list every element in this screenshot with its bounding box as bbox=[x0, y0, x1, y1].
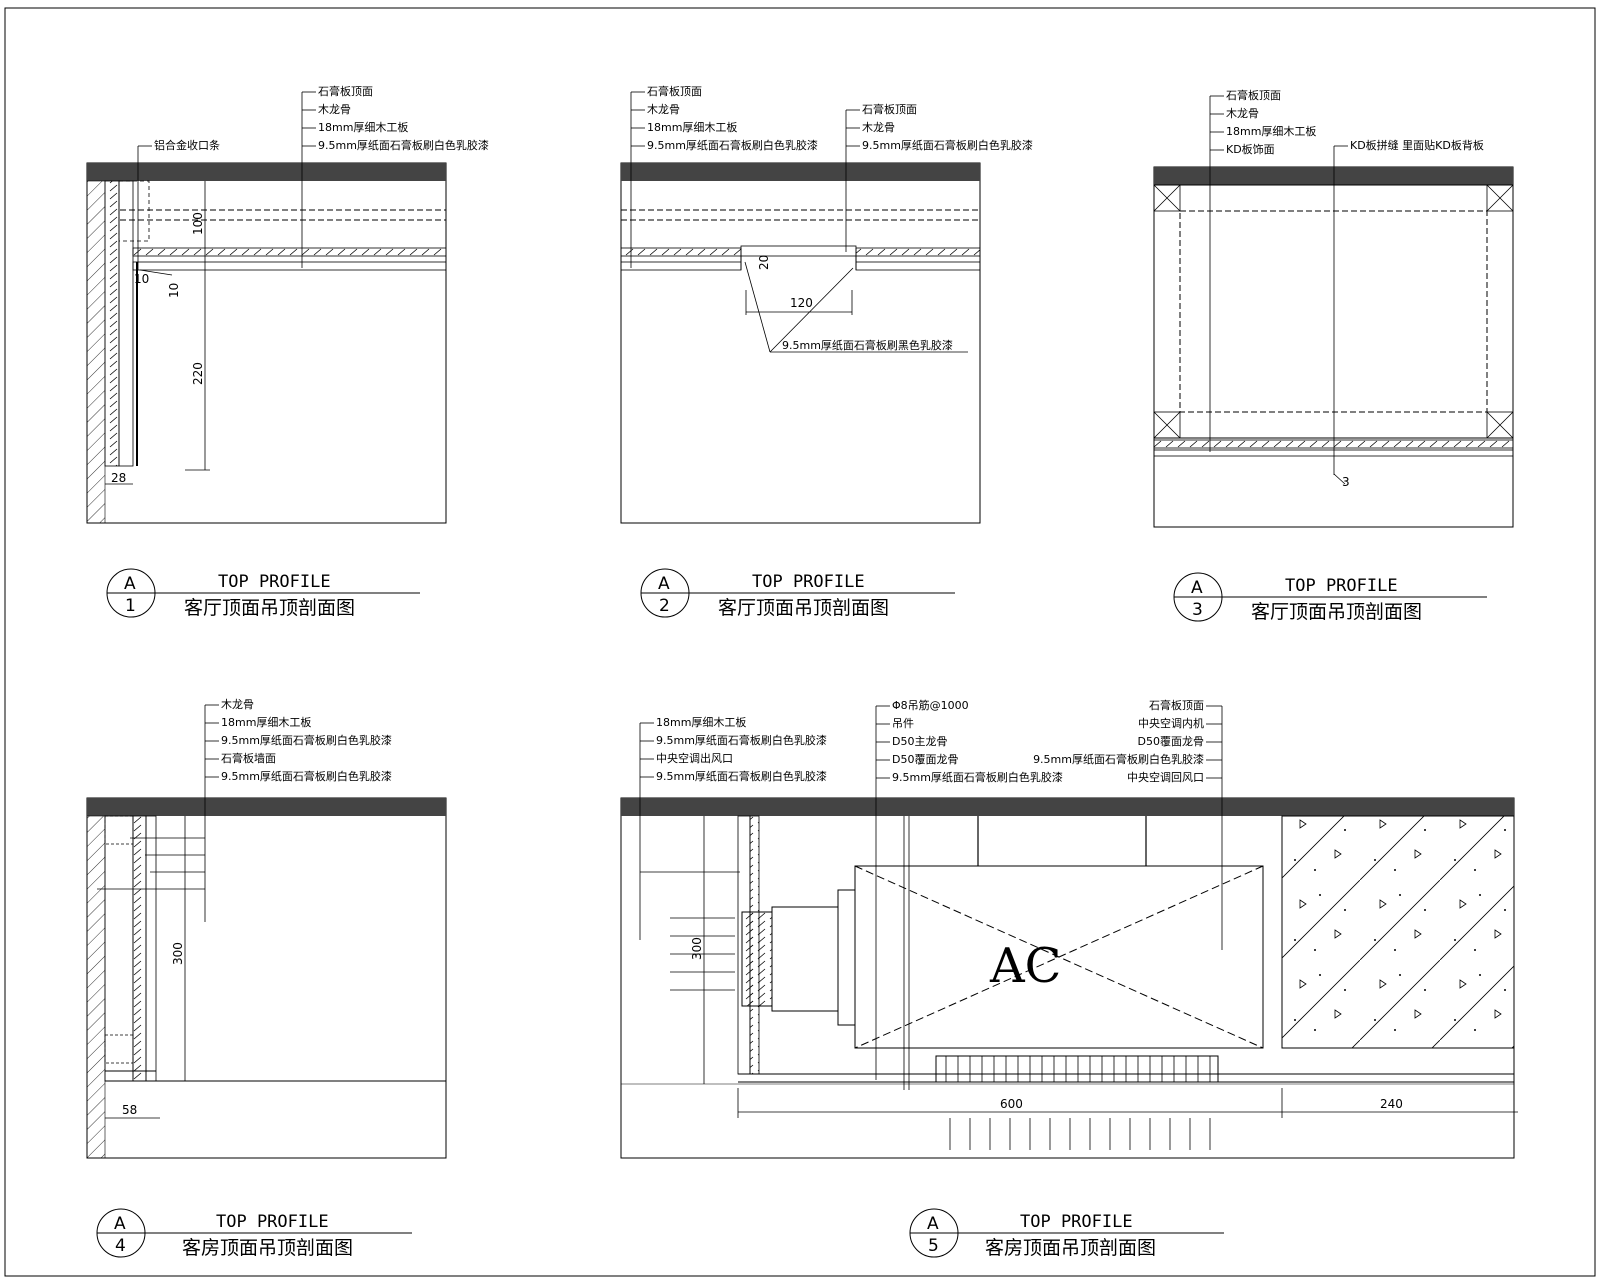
a4-label-2: 18mm厚细木工板 bbox=[221, 715, 311, 729]
a2-title-en: TOP PROFILE bbox=[752, 572, 865, 592]
a5-dim-300: 300 bbox=[690, 937, 704, 960]
a4-title-en: TOP PROFILE bbox=[216, 1212, 329, 1232]
a5-label-right-2: 中央空调内机 bbox=[1138, 716, 1204, 730]
slab bbox=[87, 798, 446, 816]
title-block-a1 bbox=[106, 568, 420, 618]
a5-label-right-3: D50覆面龙骨 bbox=[1138, 735, 1204, 748]
title-block-a2 bbox=[640, 568, 955, 618]
a4-dim-58: 58 bbox=[122, 1103, 137, 1117]
a2-dim-120: 120 bbox=[790, 296, 813, 310]
a5-unit-label: AC bbox=[989, 938, 1061, 994]
a3-title-en: TOP PROFILE bbox=[1285, 576, 1398, 596]
wall bbox=[86, 815, 106, 1159]
a1-badge-letter: A bbox=[124, 574, 136, 594]
a1-dim-10a: 10 bbox=[134, 272, 149, 286]
a3-badge-number: 3 bbox=[1192, 600, 1203, 620]
a3-label-1: 石膏板顶面 bbox=[1226, 88, 1281, 102]
a1-title-cn: 客厅顶面吊顶剖面图 bbox=[184, 597, 355, 619]
a5-label-mid-4: D50覆面龙骨 bbox=[892, 753, 958, 766]
a2-label-left-2: 木龙骨 bbox=[647, 103, 680, 116]
a1-label-1: 石膏板顶面 bbox=[318, 84, 373, 98]
a5-dim-240: 240 bbox=[1380, 1097, 1403, 1111]
a2-label-left-1: 石膏板顶面 bbox=[647, 84, 702, 98]
a5-label-right-5: 中央空调回风口 bbox=[1127, 770, 1204, 784]
a2-label-left-4: 9.5mm厚纸面石膏板刷白色乳胶漆 bbox=[647, 138, 818, 152]
a5-title-cn: 客房顶面吊顶剖面图 bbox=[985, 1237, 1156, 1259]
slab bbox=[1154, 167, 1513, 185]
a5-label-left-4: 9.5mm厚纸面石膏板刷白色乳胶漆 bbox=[656, 769, 827, 783]
a2-label-right-1: 石膏板顶面 bbox=[862, 102, 917, 116]
wall bbox=[86, 180, 106, 524]
a1-label-4: 9.5mm厚纸面石膏板刷白色乳胶漆 bbox=[318, 138, 489, 152]
a3-dim-3: 3 bbox=[1342, 475, 1350, 489]
slab bbox=[621, 798, 1514, 816]
a4-label-4: 石膏板墙面 bbox=[221, 751, 276, 765]
slab bbox=[87, 163, 446, 181]
a5-label-right-4: 9.5mm厚纸面石膏板刷白色乳胶漆 bbox=[1033, 752, 1204, 766]
a1-dim-10b: 10 bbox=[167, 283, 181, 298]
a4-dim-300: 300 bbox=[171, 942, 185, 965]
supply-grille bbox=[741, 911, 773, 1007]
a2-dim-20: 20 bbox=[757, 255, 771, 270]
slab bbox=[621, 163, 980, 181]
a5-label-left-3: 中央空调出风口 bbox=[656, 751, 733, 765]
title-block-a3 bbox=[1173, 572, 1487, 622]
a2-label-right-2: 木龙骨 bbox=[862, 121, 895, 134]
a2-title-cn: 客厅顶面吊顶剖面图 bbox=[718, 597, 889, 619]
a3-label-right: KD板拼缝 里面贴KD板背板 bbox=[1350, 138, 1484, 152]
a3-label-4: KD板饰面 bbox=[1226, 142, 1275, 156]
a5-dim-600: 600 bbox=[1000, 1097, 1023, 1111]
a2-badge-letter: A bbox=[658, 574, 670, 594]
a5-label-mid-1: Φ8吊筋@1000 bbox=[892, 698, 969, 712]
section-a3 bbox=[1153, 95, 1514, 528]
a1-label-3: 18mm厚细木工板 bbox=[318, 120, 408, 134]
a5-badge-number: 5 bbox=[928, 1236, 939, 1256]
a1-label-2: 木龙骨 bbox=[318, 103, 351, 116]
a4-label-5: 9.5mm厚纸面石膏板刷白色乳胶漆 bbox=[221, 769, 392, 783]
sheet-border bbox=[4, 7, 1596, 1277]
a2-label-left-3: 18mm厚细木工板 bbox=[647, 120, 737, 134]
a2-badge-number: 2 bbox=[659, 596, 670, 616]
section-a1 bbox=[86, 91, 447, 524]
section-a5 bbox=[620, 705, 1518, 1159]
a3-label-3: 18mm厚细木工板 bbox=[1226, 124, 1316, 138]
a5-label-right-1: 石膏板顶面 bbox=[1149, 698, 1204, 712]
a5-label-left-2: 9.5mm厚纸面石膏板刷白色乳胶漆 bbox=[656, 733, 827, 747]
a5-label-left-1: 18mm厚细木工板 bbox=[656, 715, 746, 729]
a2-label-bottom: 9.5mm厚纸面石膏板刷黑色乳胶漆 bbox=[782, 338, 953, 352]
a2-label-right-3: 9.5mm厚纸面石膏板刷白色乳胶漆 bbox=[862, 138, 1033, 152]
section-a4 bbox=[86, 704, 447, 1159]
a4-title-cn: 客房顶面吊顶剖面图 bbox=[182, 1237, 353, 1259]
a1-dim-28: 28 bbox=[111, 471, 126, 485]
a4-label-1: 木龙骨 bbox=[221, 698, 254, 711]
a5-label-mid-5: 9.5mm厚纸面石膏板刷白色乳胶漆 bbox=[892, 770, 1063, 784]
a3-badge-letter: A bbox=[1191, 578, 1203, 598]
a4-label-3: 9.5mm厚纸面石膏板刷白色乳胶漆 bbox=[221, 733, 392, 747]
title-block-a4 bbox=[96, 1208, 412, 1258]
return-grille bbox=[935, 1055, 1219, 1083]
a4-badge-number: 4 bbox=[115, 1236, 126, 1256]
a1-dim-100: 100 bbox=[191, 212, 205, 235]
a5-title-en: TOP PROFILE bbox=[1020, 1212, 1133, 1232]
title-block-a5 bbox=[909, 1208, 1224, 1258]
a5-label-mid-3: D50主龙骨 bbox=[892, 735, 947, 748]
a1-trim-label: 铝合金收口条 bbox=[154, 138, 220, 152]
a4-badge-letter: A bbox=[114, 1214, 126, 1234]
a5-label-mid-2: 吊件 bbox=[892, 717, 914, 730]
concrete-beam bbox=[1281, 815, 1515, 1049]
a3-title-cn: 客厅顶面吊顶剖面图 bbox=[1251, 601, 1422, 623]
a5-badge-letter: A bbox=[927, 1214, 939, 1234]
section-a2 bbox=[620, 91, 981, 524]
a1-badge-number: 1 bbox=[125, 596, 136, 616]
a1-title-en: TOP PROFILE bbox=[218, 572, 331, 592]
a3-label-2: 木龙骨 bbox=[1226, 107, 1259, 120]
a1-dim-220: 220 bbox=[191, 362, 205, 385]
